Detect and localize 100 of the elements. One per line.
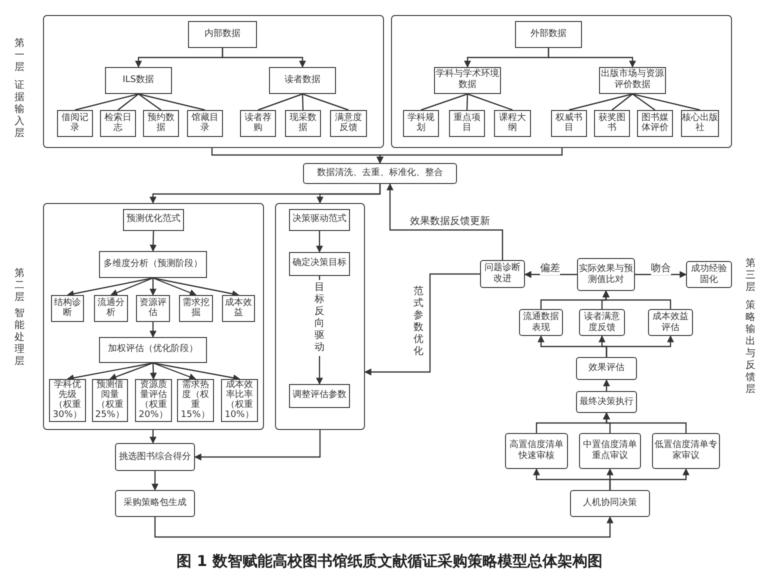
process-box: 内部数据 xyxy=(188,20,257,48)
process-box: 学科优先级（权重30%） xyxy=(48,378,86,422)
process-box: 人机协同决策 xyxy=(570,490,650,517)
process-box: 学科与学术环境数据 xyxy=(434,66,501,94)
connector-line xyxy=(302,93,349,111)
arrow xyxy=(364,273,480,376)
arrow xyxy=(152,471,158,491)
arrow xyxy=(606,335,674,357)
process-box: 读者满意度反馈 xyxy=(579,309,625,336)
arrow xyxy=(524,271,577,278)
layer-label: 智能处理层 xyxy=(14,308,25,368)
layer-label: 第三层 xyxy=(745,258,756,294)
process-box: 加权评估（优化阶段） xyxy=(98,336,207,363)
connector-line xyxy=(466,94,468,110)
arrow xyxy=(635,271,687,278)
arrow xyxy=(150,322,156,338)
arrow xyxy=(386,183,504,260)
edge-label: 吻合 xyxy=(651,263,671,275)
process-box: 预测优化范式 xyxy=(122,208,184,231)
edge-label: 目标反向驱动 xyxy=(314,280,325,356)
arrow xyxy=(150,278,156,296)
connector-line xyxy=(632,94,656,110)
process-box: 核心出版社 xyxy=(680,110,719,137)
arrow xyxy=(152,277,197,296)
arrow xyxy=(376,148,563,164)
arrow xyxy=(609,468,690,490)
connector-line xyxy=(138,93,206,111)
connector-line xyxy=(420,93,468,111)
process-box: 需求热度（权重15%） xyxy=(176,378,214,422)
process-box: 结构诊断 xyxy=(50,294,84,322)
process-box: 成本效率比率（权重10%） xyxy=(220,378,258,422)
arrow xyxy=(316,184,381,204)
arrow xyxy=(222,48,306,68)
edge-label: 偏差 xyxy=(540,263,560,275)
process-box: 需求挖掘 xyxy=(178,294,213,322)
process-box: 满意度反馈 xyxy=(330,110,367,137)
process-box: 读者数据 xyxy=(268,66,336,94)
arrow xyxy=(603,379,610,391)
process-box: 效果评估 xyxy=(576,357,637,380)
process-box: 实际效果与预测值比对 xyxy=(577,258,635,291)
process-box: 读者荐购 xyxy=(240,110,276,137)
connector-line xyxy=(302,94,304,110)
process-box: 获奖图书 xyxy=(594,110,630,137)
layer-label: 第一层 xyxy=(14,38,25,74)
connector-line xyxy=(568,93,633,111)
process-box: 现采数据 xyxy=(284,110,321,137)
arrow xyxy=(194,430,321,460)
connector-line xyxy=(138,94,162,110)
process-box: 资源质量评估（权重20%） xyxy=(134,378,172,422)
arrow xyxy=(152,277,240,298)
process-box: 高置信度清单快速审核 xyxy=(505,433,568,469)
process-box: 流通数据表现 xyxy=(519,309,563,336)
group-frame xyxy=(43,203,264,430)
process-box: 决策驱动范式 xyxy=(288,208,350,231)
process-box: 检索日志 xyxy=(100,110,136,137)
process-box: 课程大纲 xyxy=(494,110,531,137)
arrow xyxy=(150,230,157,252)
arrow xyxy=(150,362,157,380)
arrow xyxy=(603,412,687,433)
process-box: 外部数据 xyxy=(514,20,582,48)
arrow xyxy=(602,290,672,309)
process-box: 低置信度清单专家审议 xyxy=(652,433,720,469)
arrow xyxy=(110,277,154,296)
process-box: 借阅记录 xyxy=(56,110,93,137)
connector-line xyxy=(632,93,700,111)
arrow xyxy=(66,362,154,382)
layer-label: 策略输出与反馈层 xyxy=(745,300,756,396)
process-box: 图书媒体评价 xyxy=(636,110,673,137)
arrow xyxy=(154,516,614,538)
process-box: 成功经验固化 xyxy=(686,261,732,288)
process-box: 馆藏目录 xyxy=(186,110,223,137)
arrow xyxy=(316,231,323,253)
process-box: 采购策略包生成 xyxy=(115,490,195,517)
group-frame xyxy=(391,15,732,148)
process-box: 预测借阅量（权重25%） xyxy=(92,378,128,422)
arrow xyxy=(152,362,240,382)
group-frame xyxy=(43,15,384,148)
process-box: 数据清洗、去重、标准化、整合 xyxy=(303,163,457,184)
arrow xyxy=(150,430,156,444)
layer-label: 第二层 xyxy=(14,268,25,304)
connector-line xyxy=(258,93,303,111)
connector-line xyxy=(612,94,633,110)
connector-line xyxy=(74,93,139,111)
process-box: 多维度分析（预测阶段） xyxy=(98,250,207,278)
connector-line xyxy=(118,94,139,110)
edge-label: 效果数据反馈更新 xyxy=(410,216,490,228)
process-box: 最终决策执行 xyxy=(576,391,637,413)
process-box: 权威书目 xyxy=(550,110,587,137)
connector-line xyxy=(467,93,513,111)
arrow xyxy=(548,48,636,68)
arrow xyxy=(109,362,154,380)
process-box: 挑选图书综合得分 xyxy=(115,443,195,471)
process-box: 调整评估参数 xyxy=(288,384,350,408)
process-box: 成本效益 xyxy=(222,294,255,322)
layer-label: 证据输入层 xyxy=(14,80,25,140)
process-box: 流通分析 xyxy=(94,294,128,322)
process-box: 问题诊断改进 xyxy=(480,260,525,288)
process-box: 确定决策目标 xyxy=(288,252,350,276)
arrow xyxy=(152,362,196,380)
process-box: ILS数据 xyxy=(104,66,172,94)
